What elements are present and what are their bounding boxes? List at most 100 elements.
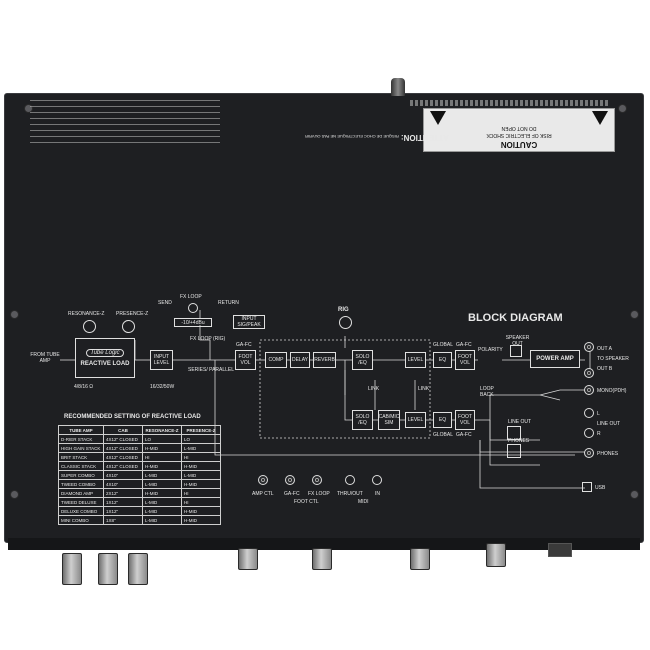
polarity-label: POLARITY — [478, 347, 503, 353]
table-cell: DIAMOND AMP — [58, 488, 104, 498]
loop-back-label: LOOP BACK — [480, 386, 494, 398]
compliance-text — [30, 100, 220, 148]
level-box-bottom: LEVEL — [405, 412, 426, 428]
global-label-bottom: GLOBAL — [433, 432, 454, 438]
line-out-side-label: LINE OUT — [597, 421, 621, 427]
table-cell: DELUXE COMBO — [58, 506, 104, 516]
solo-eq-box-bottom: SOLO /EQ — [352, 410, 373, 430]
from-tube-amp-label: FROM TUBE AMP — [30, 352, 60, 364]
table-cell: H-MID — [181, 515, 221, 525]
table-header: RESONANCE-Z — [142, 425, 182, 435]
level-box-top: LEVEL — [405, 352, 426, 368]
midi-label: MIDI — [358, 499, 369, 505]
cab-mic-sim-box: CAB/MIC SIM — [378, 410, 400, 430]
foot-ctl-label: FOOT CTL — [294, 499, 319, 505]
front-knob — [238, 548, 258, 570]
table-cell: H-MID — [142, 461, 182, 471]
screw — [618, 104, 627, 113]
out-a-label: OUT A — [597, 346, 612, 352]
fx-loop-jack-label: FX LOOP — [308, 491, 330, 497]
input-sig-peak-box: INPUT SIG/PEAK — [233, 315, 265, 329]
fx-loop-ctl-jack — [312, 475, 322, 485]
table-cell: HIGH GAIN STACK — [58, 443, 104, 453]
line-out-r-xlr — [584, 428, 594, 438]
foot-vol-box-2: FOOT VOL — [455, 350, 475, 370]
table-header: CAB — [103, 425, 143, 435]
block-diagram-title: BLOCK DIAGRAM — [468, 312, 563, 324]
table-cell: TWEED COMBO — [58, 479, 104, 489]
attention-sub: RISQUE DE CHOC ELECTRIQUE NE PAS OUVRIR — [305, 134, 399, 139]
ga-fc-jack — [285, 475, 295, 485]
screw — [630, 310, 639, 319]
recommended-table: TUBE AMP CAB RESONANCE-Z PRESENCE-Z D-RI… — [58, 425, 221, 525]
table-cell: D-RIER STACK — [58, 434, 104, 444]
front-switch — [548, 543, 572, 557]
r-label: R — [597, 431, 601, 437]
recommended-title: RECOMMENDED SETTING OF REACTIVE LOAD — [64, 414, 201, 420]
resonance-knob — [83, 320, 96, 333]
mono-pdh-label: MONO(PDH) — [597, 388, 627, 394]
caution-line2: DO NOT OPEN — [501, 125, 537, 131]
table-cell: CLASSIC STACK — [58, 461, 104, 471]
line-out-l-xlr — [584, 408, 594, 418]
line-out-knob — [507, 426, 521, 440]
table-cell: H-MID — [181, 479, 221, 489]
table-header: TUBE AMP — [58, 425, 104, 435]
front-knob — [486, 543, 506, 567]
table-cell: L-MID — [142, 470, 182, 480]
phones-jack — [584, 448, 594, 458]
to-speaker-label: TO SPEAKER — [597, 356, 629, 362]
midi-thru-out-port — [345, 475, 355, 485]
table-cell: HI — [181, 488, 221, 498]
level-range-box: -10/+4dBu — [174, 318, 212, 327]
table-header: PRESENCE-Z — [181, 425, 221, 435]
attention-title: ATTENTION: — [400, 133, 449, 142]
table-cell: HI — [181, 452, 221, 462]
link-label-2: LINK — [418, 386, 430, 392]
table-cell: H-MID — [142, 488, 182, 498]
foot-vol-box: FOOT VOL — [235, 350, 256, 370]
ga-fc-label: GA-FC — [236, 342, 252, 348]
phones-knob — [507, 444, 521, 458]
front-knob — [312, 548, 332, 570]
caution-line1: RISK OF ELECTRIC SHOCK — [486, 132, 552, 138]
table-cell: LO — [142, 434, 182, 444]
table-cell: L-MID — [181, 470, 221, 480]
table-cell: L-MID — [142, 497, 182, 507]
attention-label: ATTENTION: RISQUE DE CHOC ELECTRIQUE NE … — [305, 133, 449, 142]
foot-vol-box-3: FOOT VOL — [455, 410, 475, 430]
series-parallel-label: SERIES/ PARALLEL — [188, 367, 235, 373]
table-cell: 4X12" CLOSED — [103, 452, 143, 462]
presence-knob — [122, 320, 135, 333]
device-front-lip — [8, 538, 640, 550]
link-label-1: LINK — [368, 386, 380, 392]
table-cell: 1X12" — [103, 506, 143, 516]
return-label: RETURN — [218, 300, 239, 306]
in-label: IN — [375, 491, 380, 497]
table-cell: H-MID — [142, 443, 182, 453]
table-header-row: TUBE AMP CAB RESONANCE-Z PRESENCE-Z — [58, 425, 221, 435]
table-cell: 4X10" — [103, 479, 143, 489]
table-cell: H-MID — [181, 461, 221, 471]
out-b-jack — [584, 368, 594, 378]
reverb-box: REVERB — [313, 352, 336, 368]
tube-logic-logo: Tube Logic — [86, 349, 124, 357]
out-b-label: OUT B — [597, 366, 613, 372]
out-a-jack — [584, 342, 594, 352]
table-cell: 1X8" — [103, 515, 143, 525]
table-cell: HI — [142, 452, 182, 462]
input-level-box: INPUT LEVEL — [150, 350, 173, 370]
amp-ctl-jack — [258, 475, 268, 485]
delay-box: DELAY — [290, 352, 310, 368]
screw — [630, 490, 639, 499]
speaker-out-knob — [510, 345, 522, 357]
table-cell: L-MID — [142, 515, 182, 525]
table-cell: 1X12" — [103, 497, 143, 507]
solo-eq-box-top: SOLO /EQ — [352, 350, 373, 370]
global-label-top: GLOBAL — [433, 342, 454, 348]
